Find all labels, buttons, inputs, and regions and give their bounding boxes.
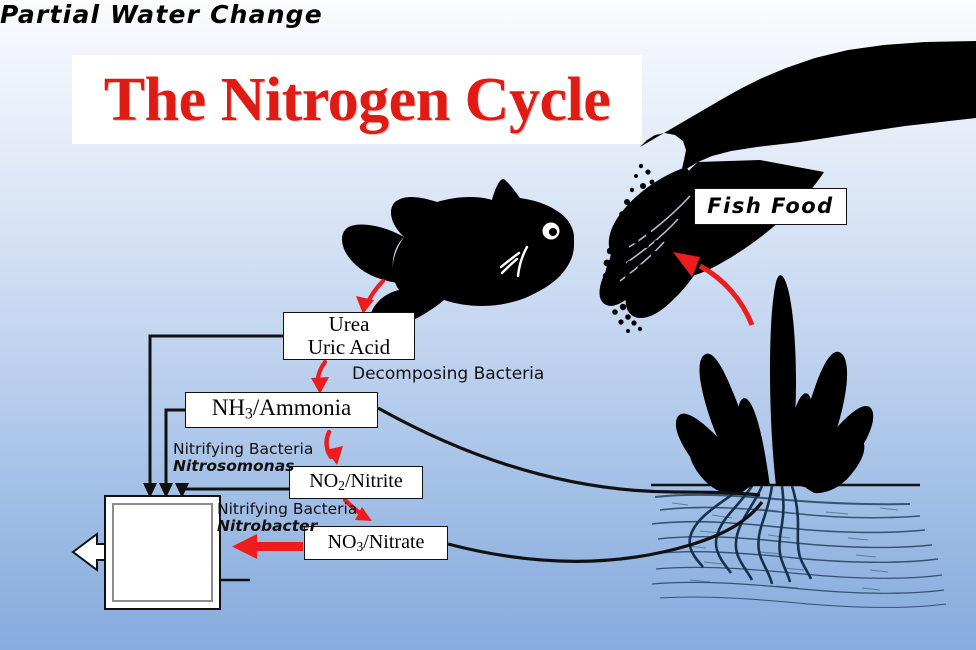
nitrosomonas-text: Nitrosomonas	[173, 457, 295, 476]
ammonia-box: NH3/Ammonia	[185, 392, 378, 428]
nitrifying-bacteria-text-1: Nitrifying Bacteria	[173, 440, 314, 458]
urea-uric-acid-box: Urea Uric Acid	[283, 312, 415, 360]
plant-icon	[675, 275, 874, 495]
ammonia-to-tank-line	[164, 408, 185, 490]
arrow-ammonia-to-nitrite-head	[326, 446, 343, 465]
arrow-fish-to-urea-head	[356, 296, 374, 314]
fish-food-label: Fish Food	[707, 194, 834, 219]
aquarium-tank	[104, 495, 221, 610]
urea-to-tank-line	[148, 334, 283, 490]
nitrobacter-text: Nitrobacter	[217, 517, 318, 536]
nitrite-label: NO2/Nitrite	[309, 470, 403, 494]
page-title: The Nitrogen Cycle	[103, 65, 611, 134]
arrow-nitrate-to-aquarium	[232, 534, 303, 559]
fish-icon	[342, 179, 574, 329]
arrow-urea-to-ammonia-head	[311, 377, 329, 394]
arrow-nitrite-to-nitrate-head	[355, 507, 372, 521]
nutrient-uptake-lines	[377, 406, 764, 563]
nitrifying-bacteria-nitrobacter-label: Nitrifying Bacteria Nitrobacter	[217, 500, 358, 536]
arrow-plant-to-food	[698, 263, 755, 326]
fish-food-box: Fish Food	[694, 188, 847, 225]
nitrite-box: NO2/Nitrite	[289, 466, 423, 499]
ammonia-to-plant-line	[377, 406, 761, 497]
urea-label: Urea	[328, 312, 370, 337]
partial-water-change-label: Partial Water Change	[0, 0, 323, 29]
title-banner: The Nitrogen Cycle	[72, 55, 642, 144]
ammonia-label: NH3/Ammonia	[211, 395, 352, 423]
aquarium-water	[112, 503, 213, 602]
uric-acid-label: Uric Acid	[307, 335, 391, 359]
decomposing-bacteria-label: Decomposing Bacteria	[352, 364, 545, 384]
nitrifying-bacteria-nitrosomonas-label: Nitrifying Bacteria Nitrosomonas	[173, 440, 314, 476]
hand-icon	[599, 41, 976, 319]
nitrifying-bacteria-text-2: Nitrifying Bacteria	[217, 500, 358, 518]
substrate-icon	[649, 493, 947, 608]
nitrate-label: NO3/Nitrate	[327, 530, 425, 554]
nitrate-to-plant-line	[447, 501, 764, 563]
nitrite-to-tank-line	[180, 487, 289, 491]
red-arrows	[232, 252, 755, 559]
waste-input-arrowheads	[143, 483, 189, 498]
nitrate-box: NO3/Nitrate	[304, 526, 448, 560]
arrow-plant-to-food-head	[673, 252, 700, 277]
food-pellets-icon	[602, 163, 663, 333]
